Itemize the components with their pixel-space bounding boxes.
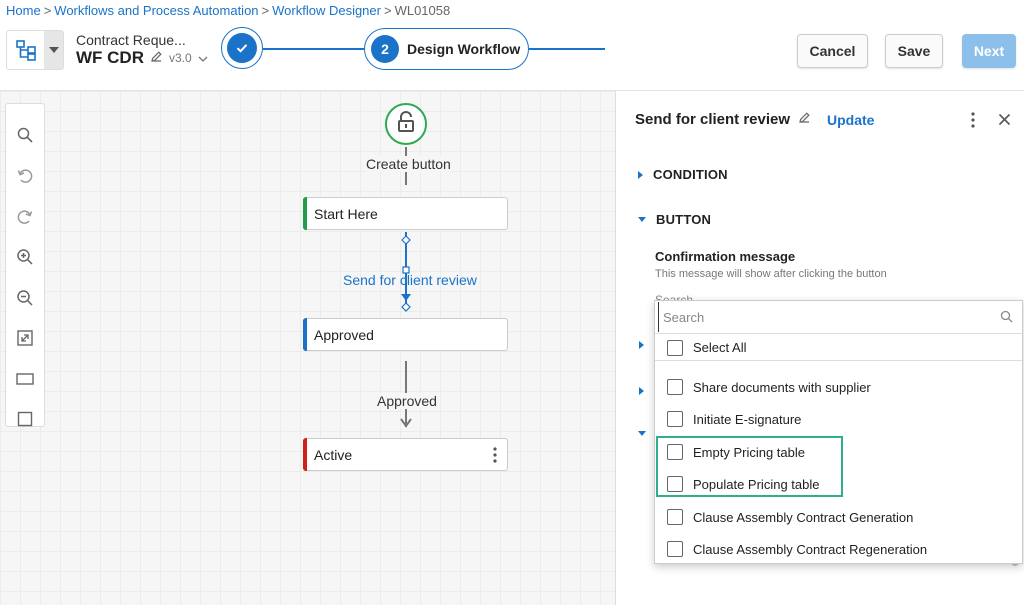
chevron-down-icon[interactable] <box>198 48 208 68</box>
close-icon[interactable] <box>998 113 1011 131</box>
workflow-canvas[interactable]: Create button Start Here Send for client… <box>0 91 615 605</box>
edit-icon[interactable] <box>150 48 163 68</box>
confirmation-message-label: Confirmation message <box>655 249 796 264</box>
workflow-type-switcher[interactable] <box>6 30 64 70</box>
workflow-name: WF CDR <box>76 48 144 67</box>
next-button[interactable]: Next <box>962 34 1016 68</box>
breadcrumb-home[interactable]: Home <box>6 3 41 18</box>
option-checkbox[interactable] <box>667 541 683 557</box>
square-icon[interactable] <box>6 404 44 434</box>
actions-dropdown: Select All Share documents with supplier… <box>654 300 1023 564</box>
search-icon[interactable] <box>6 120 44 150</box>
option-label: Empty Pricing table <box>693 444 805 460</box>
chevron-right-icon <box>638 170 643 179</box>
canvas-toolbar <box>5 103 45 427</box>
node-label: Active <box>314 446 353 463</box>
edge-label-approved[interactable]: Approved <box>377 393 437 409</box>
chevron-down-icon[interactable] <box>44 31 63 69</box>
section-button[interactable]: BUTTON <box>638 212 711 227</box>
undo-icon[interactable] <box>6 161 44 191</box>
start-node[interactable] <box>385 103 427 145</box>
edit-icon[interactable] <box>798 111 811 128</box>
option-initiate-esignature[interactable]: Initiate E-signature <box>667 411 801 427</box>
option-clause-assembly-generation[interactable]: Clause Assembly Contract Generation <box>667 509 913 525</box>
edge-label-create-button[interactable]: Create button <box>366 156 451 172</box>
version-select[interactable]: v3.0 <box>168 51 192 65</box>
arrow-down-icon <box>400 418 412 428</box>
chevron-down-icon[interactable] <box>638 431 646 436</box>
cancel-button[interactable]: Cancel <box>797 34 868 68</box>
node-active[interactable]: Active <box>303 438 508 471</box>
selected-connector[interactable] <box>395 230 417 314</box>
option-share-documents[interactable]: Share documents with supplier <box>667 379 871 395</box>
step-label: Design Workflow <box>407 41 521 57</box>
option-label: Populate Pricing table <box>693 476 820 492</box>
step-1-complete[interactable] <box>221 27 263 69</box>
node-label: Start Here <box>314 205 378 222</box>
search-icon <box>1000 310 1013 328</box>
option-checkbox[interactable] <box>667 509 683 525</box>
option-populate-pricing-table[interactable]: Populate Pricing table <box>667 476 819 492</box>
section-label: CONDITION <box>653 167 728 182</box>
option-checkbox[interactable] <box>667 444 683 460</box>
fit-to-screen-icon[interactable] <box>6 323 44 353</box>
step-number: 2 <box>371 35 399 63</box>
option-clause-assembly-regeneration[interactable]: Clause Assembly Contract Regeneration <box>667 541 927 557</box>
stepper-line <box>529 48 605 50</box>
update-link[interactable]: Update <box>827 112 875 128</box>
chevron-right-icon[interactable] <box>639 387 644 395</box>
hierarchy-icon <box>7 31 44 69</box>
workflow-title: WF CDR v3.0 <box>76 48 208 68</box>
more-vertical-icon[interactable] <box>493 447 497 466</box>
status-bar <box>303 197 307 230</box>
zoom-out-icon[interactable] <box>6 283 44 313</box>
breadcrumb-workflow-designer[interactable]: Workflow Designer <box>272 3 381 18</box>
confirmation-message-help: This message will show after clicking th… <box>655 268 887 280</box>
redo-icon[interactable] <box>6 202 44 232</box>
option-label: Initiate E-signature <box>693 411 802 427</box>
node-start-here[interactable]: Start Here <box>303 197 508 230</box>
status-bar <box>303 438 307 471</box>
node-approved[interactable]: Approved <box>303 318 508 351</box>
section-condition[interactable]: CONDITION <box>638 167 728 182</box>
option-empty-pricing-table[interactable]: Empty Pricing table <box>667 444 805 460</box>
dropdown-search <box>655 301 1022 334</box>
workflow-subtitle: Contract Reque... <box>76 32 186 48</box>
edge-label-send-for-client-review[interactable]: Send for client review <box>343 272 477 288</box>
option-checkbox[interactable] <box>667 411 683 427</box>
panel-title: Send for client review <box>635 111 811 128</box>
stepper-line <box>263 48 364 50</box>
highlight-box <box>656 436 843 497</box>
unlock-icon <box>396 110 416 138</box>
status-bar <box>303 318 307 351</box>
header-divider <box>0 90 1024 91</box>
chevron-right-icon[interactable] <box>639 341 644 349</box>
option-checkbox[interactable] <box>667 476 683 492</box>
panel-title-text: Send for client review <box>635 111 791 128</box>
more-vertical-icon[interactable] <box>971 112 975 133</box>
select-all-checkbox[interactable] <box>667 339 683 356</box>
breadcrumb: Home>Workflows and Process Automation>Wo… <box>6 3 451 18</box>
option-checkbox[interactable] <box>667 379 683 395</box>
section-label: BUTTON <box>656 212 712 227</box>
step-2-design-workflow[interactable]: 2 Design Workflow <box>364 28 529 70</box>
breadcrumb-workflows[interactable]: Workflows and Process Automation <box>54 3 259 18</box>
option-label: Select All <box>693 340 747 355</box>
option-label: Share documents with supplier <box>693 379 871 395</box>
option-label: Clause Assembly Contract Regeneration <box>693 541 928 557</box>
breadcrumb-current: WL01058 <box>394 3 451 18</box>
select-all-option[interactable]: Select All <box>655 335 1022 361</box>
option-label: Clause Assembly Contract Generation <box>693 509 914 525</box>
chevron-down-icon <box>638 217 646 222</box>
dropdown-search-input[interactable] <box>658 302 988 332</box>
zoom-in-icon[interactable] <box>6 242 44 272</box>
node-label: Approved <box>314 326 374 343</box>
check-icon <box>227 33 257 63</box>
rectangle-icon[interactable] <box>6 364 44 394</box>
save-button[interactable]: Save <box>885 34 943 68</box>
